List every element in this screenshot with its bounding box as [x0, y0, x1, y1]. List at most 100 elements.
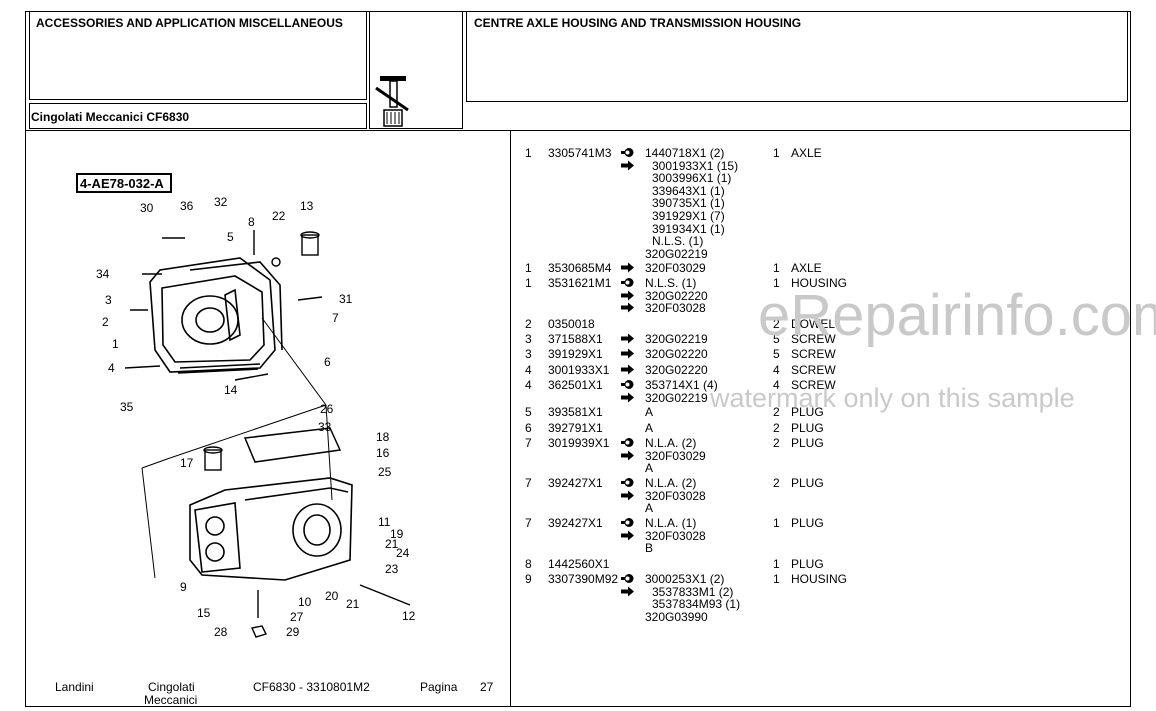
part-sub-reference: 353714X1 (4)	[645, 378, 718, 392]
callout-21b: 21	[346, 597, 360, 611]
arrow-right-icon	[621, 348, 634, 359]
left-frame-line	[25, 11, 26, 707]
part-sub-reference: 320G03990	[645, 609, 708, 624]
part-sub-reference: N.L.S. (1)	[652, 234, 704, 249]
part-description: PLUG	[791, 557, 824, 571]
part-number: 393581X1	[548, 405, 603, 419]
part-item-number: 5	[525, 405, 532, 419]
callout-32: 32	[214, 195, 228, 209]
right-title-box: CENTRE AXLE HOUSING AND TRANSMISSION HOU…	[466, 11, 1128, 102]
part-description: SCREW	[791, 363, 836, 377]
part-item-number: 9	[525, 572, 532, 586]
callout-13: 13	[300, 199, 314, 213]
part-description: PLUG	[791, 476, 824, 490]
part-item-number: 4	[525, 378, 532, 392]
callout-28: 28	[214, 625, 228, 639]
part-description: AXLE	[791, 261, 822, 275]
arrow-right-icon	[621, 364, 634, 375]
callout-labels: 30 36 32 8 22 13 5 34 31 3 2 7 1 6 4 14 …	[96, 195, 416, 639]
part-quantity: 4	[773, 363, 780, 377]
part-item-number: 4	[525, 363, 532, 377]
callout-6: 6	[324, 355, 331, 369]
callout-27: 27	[290, 610, 304, 624]
callout-9: 9	[180, 580, 187, 594]
part-sub-reference: 339643X1 (1)	[652, 183, 725, 198]
centre-axle-housing	[149, 257, 283, 374]
cover-plate	[243, 427, 342, 463]
footer-brand: Landini	[55, 680, 94, 694]
part-item-number: 2	[525, 317, 532, 331]
part-sub-reference: A	[645, 501, 654, 516]
callout-15: 15	[197, 606, 211, 620]
exploded-diagram: 4-AE78-032-A	[76, 173, 416, 639]
part-description: PLUG	[791, 405, 824, 419]
part-description: SCREW	[791, 347, 836, 361]
part-sub-reference: 3537834M93 (1)	[652, 597, 741, 612]
part-item-number: 8	[525, 557, 532, 571]
ref-code-frame	[76, 173, 172, 193]
callout-24: 24	[396, 546, 410, 560]
arrow-right-icon	[621, 160, 634, 171]
part-quantity: 1	[773, 276, 780, 290]
part-item-number: 7	[525, 476, 532, 490]
part-sub-reference: N.L.A. (2)	[645, 436, 697, 450]
part-sub-reference: 3000253X1 (2)	[645, 572, 725, 586]
transmission-housing	[189, 477, 353, 581]
footer-page-label: Pagina	[420, 680, 458, 694]
callout-16: 16	[376, 446, 390, 460]
part-number: 3530685M4	[548, 261, 612, 275]
part-sub-reference: 320G02220	[645, 288, 708, 303]
callout-5: 5	[227, 230, 234, 244]
part-number: 3001933X1	[548, 363, 610, 377]
part-number: 0350018	[548, 317, 595, 331]
part-item-number: 1	[525, 261, 532, 275]
right-title: CENTRE AXLE HOUSING AND TRANSMISSION HOU…	[474, 16, 802, 30]
part-sub-reference: 320G02220	[645, 347, 708, 361]
callout-1: 1	[112, 337, 119, 351]
arrow-right-icon	[621, 490, 634, 501]
part-sub-reference: 390735X1 (1)	[652, 196, 725, 211]
arrow-right-icon	[621, 262, 634, 273]
part-description: DOWEL	[791, 317, 836, 331]
right-frame-line	[1130, 11, 1131, 707]
part-sub-reference: 3001933X1 (15)	[652, 158, 739, 173]
watermark-note: watermark only on this sample	[710, 383, 1075, 413]
callout-34: 34	[96, 267, 110, 281]
part-item-number: 1	[525, 146, 532, 160]
note-circle-icon	[621, 478, 634, 487]
part-quantity: 1	[773, 146, 780, 160]
arrow-right-icon	[621, 530, 634, 541]
part-sub-reference: 320F03028	[645, 528, 706, 543]
part-item-number: 3	[525, 332, 532, 346]
part-sub-reference: N.L.A. (1)	[645, 516, 697, 530]
part-number: 392791X1	[548, 421, 603, 435]
callout-10: 10	[298, 595, 312, 609]
part-sub-reference: 320G02219	[645, 246, 708, 261]
axle-icon	[375, 76, 409, 127]
callout-33: 33	[318, 420, 332, 434]
column-divider	[510, 130, 511, 707]
arrow-right-icon	[621, 302, 634, 313]
model-label: Cingolati Meccanici CF6830	[31, 110, 190, 124]
part-number: 3307390M92	[548, 572, 619, 586]
part-sub-reference: 320F03028	[645, 488, 706, 503]
callout-17: 17	[180, 456, 194, 470]
part-number: 3305741M3	[548, 146, 612, 160]
part-description: PLUG	[791, 421, 824, 435]
callout-35: 35	[120, 400, 134, 414]
callout-18: 18	[376, 430, 390, 444]
note-circle-icon	[621, 438, 634, 447]
part-quantity: 5	[773, 347, 780, 361]
callout-30: 30	[140, 201, 154, 215]
header-divider	[25, 130, 1131, 131]
part-description: HOUSING	[791, 572, 848, 586]
left-title-box: ACCESSORIES AND APPLICATION MISCELLANEOU…	[29, 11, 367, 100]
callout-26: 26	[320, 402, 334, 416]
callout-7: 7	[332, 311, 339, 325]
part-number: 392427X1	[548, 476, 603, 490]
part-sub-reference: 320F03029	[645, 448, 706, 463]
part-quantity: 2	[773, 476, 780, 490]
part-description: PLUG	[791, 516, 824, 530]
part-quantity: 2	[773, 317, 780, 331]
